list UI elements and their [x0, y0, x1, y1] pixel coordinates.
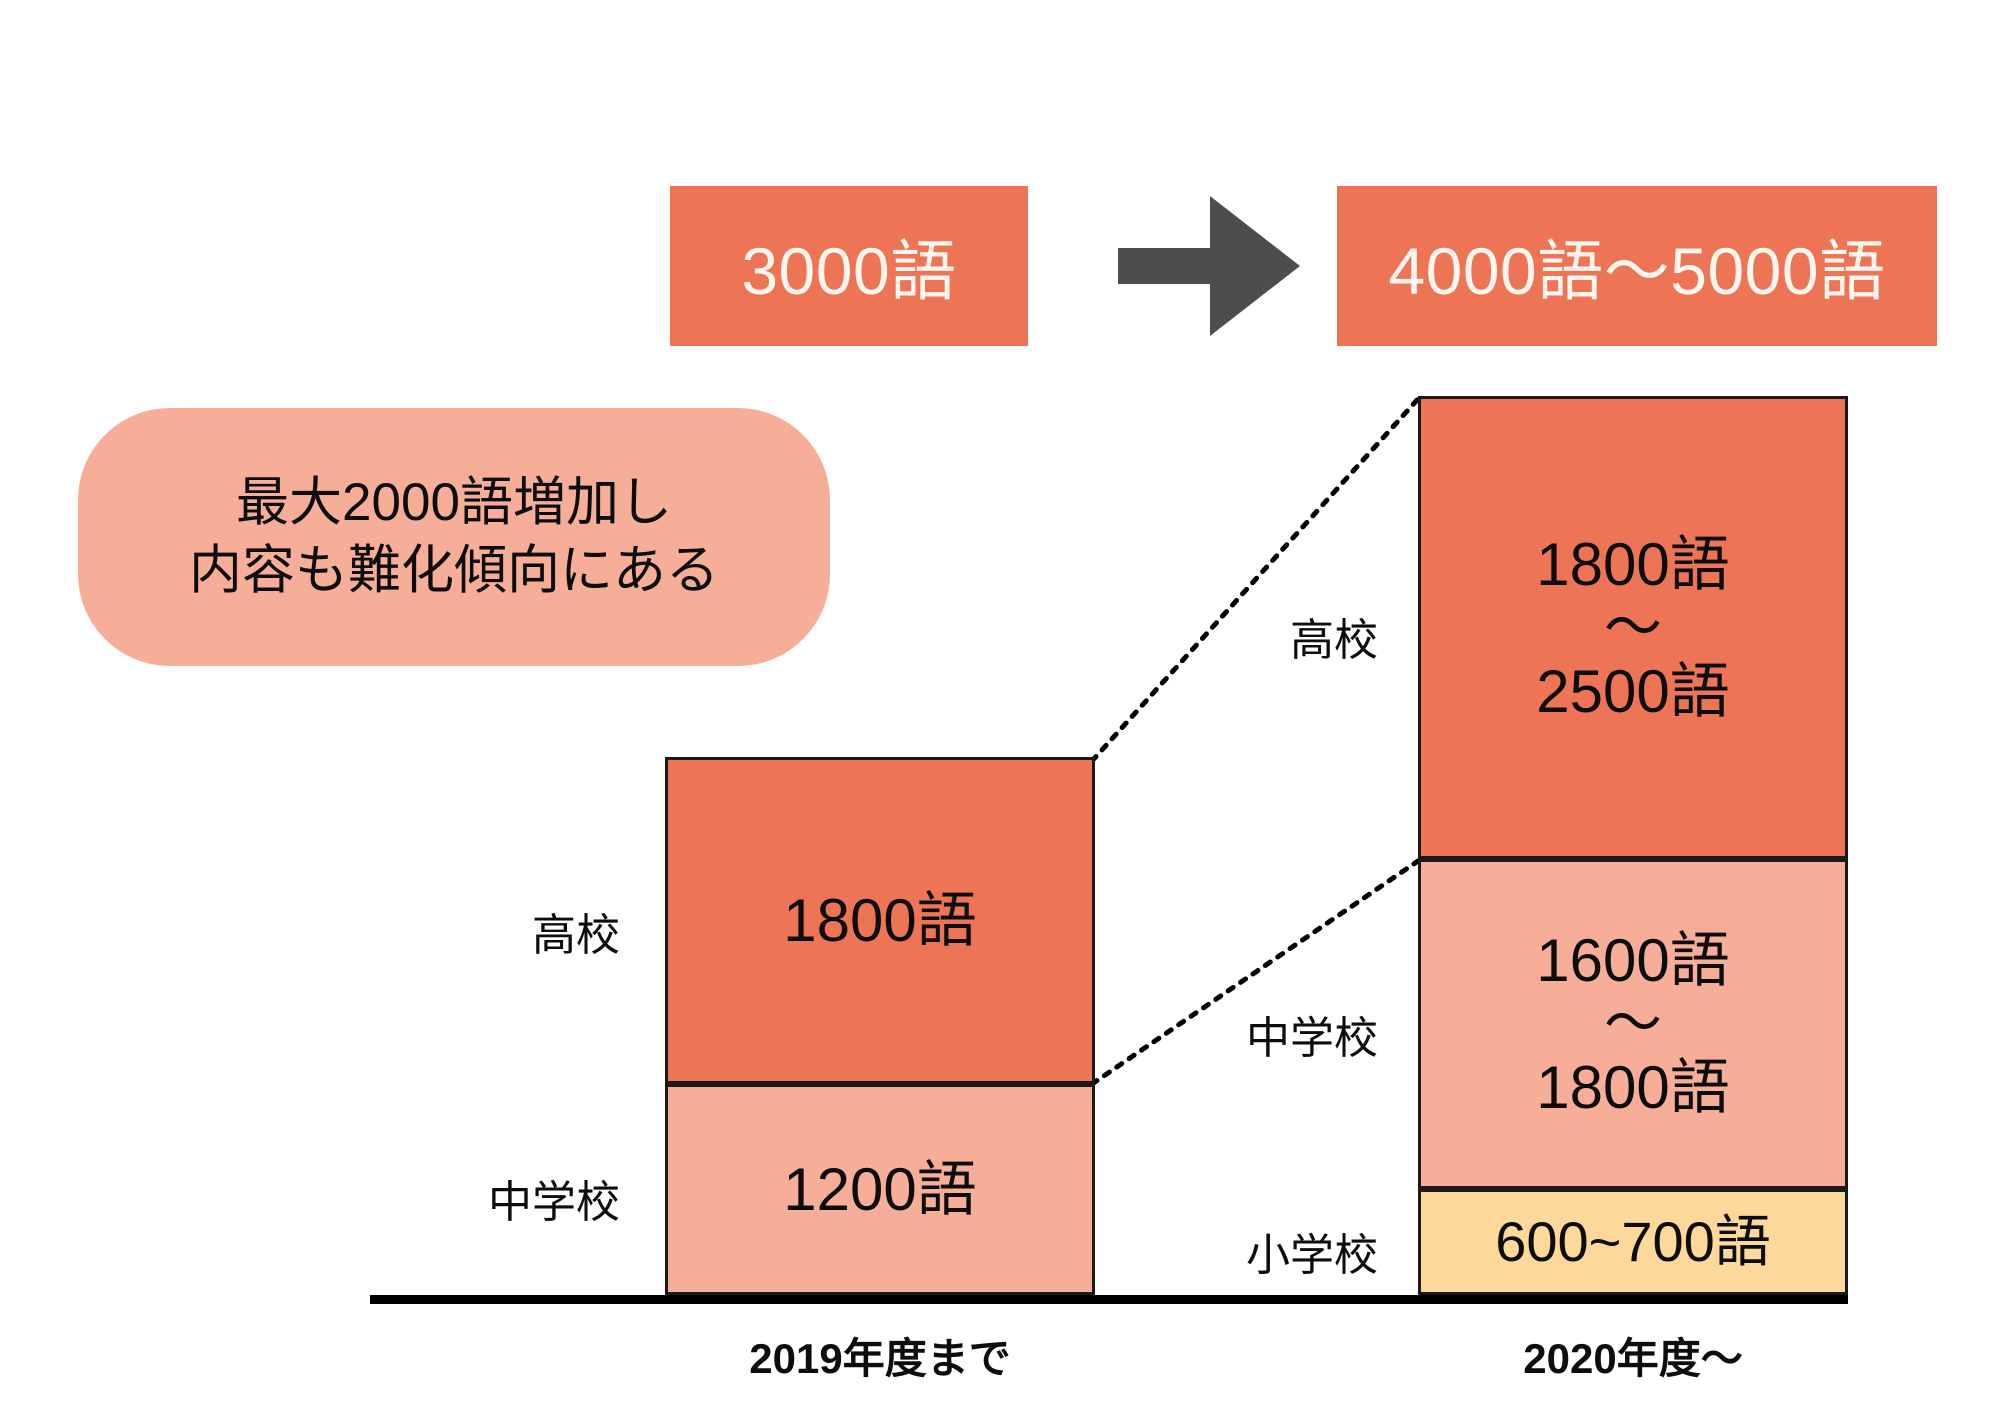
- bar-2019-label-junior: 中学校: [488, 1178, 620, 1227]
- bar-2019-label-high: 高校: [532, 911, 620, 960]
- bar-2020-label-high: 高校: [1290, 616, 1378, 665]
- bar-2019-high-value: 1800語: [783, 887, 977, 954]
- bar-2020-high-bottom: 2500語: [1536, 657, 1730, 725]
- axis-label-2019: 2019年度まで: [749, 1335, 1011, 1382]
- bar-2020-junior-bottom: 1800語: [1536, 1054, 1730, 1121]
- bar-2020-high-tilde: ～: [1603, 594, 1662, 660]
- bar-2020-junior-tilde: ～: [1603, 991, 1662, 1056]
- bar-2020-segment-elementary: 600~700語: [1418, 1189, 1848, 1295]
- callout-bubble: 最大2000語増加し 内容も難化傾向にある: [78, 408, 830, 666]
- bar-2020-high-top: 1800語: [1536, 530, 1730, 598]
- bar-2019-junior-value: 1200語: [783, 1156, 977, 1223]
- bar-2020-segment-junior: 1600語 ～ 1800語: [1418, 859, 1848, 1189]
- callout-line-1: 最大2000語増加し: [236, 473, 672, 533]
- callout-line-2: 内容も難化傾向にある: [189, 541, 719, 600]
- right-arrow-icon: [1118, 196, 1300, 336]
- bar-2020-segment-high: 1800語 ～ 2500語: [1418, 396, 1848, 859]
- bar-2019-segment-high: 1800語: [665, 757, 1095, 1084]
- chart-baseline: [370, 1295, 1848, 1304]
- axis-label-2020: 2020年度～: [1523, 1335, 1743, 1382]
- banner-after-total: 4000語～5000語: [1337, 186, 1937, 346]
- bar-2020-label-elementary: 小学校: [1246, 1231, 1378, 1280]
- bar-2020-junior-top: 1600語: [1536, 927, 1730, 994]
- banner-before-total: 3000語: [670, 186, 1028, 346]
- bar-2020-label-junior: 中学校: [1246, 1014, 1378, 1063]
- bar-2019-segment-junior: 1200語: [665, 1084, 1095, 1295]
- connector-top-line: [1089, 396, 1421, 764]
- bar-2020-elementary-value: 600~700語: [1495, 1209, 1771, 1273]
